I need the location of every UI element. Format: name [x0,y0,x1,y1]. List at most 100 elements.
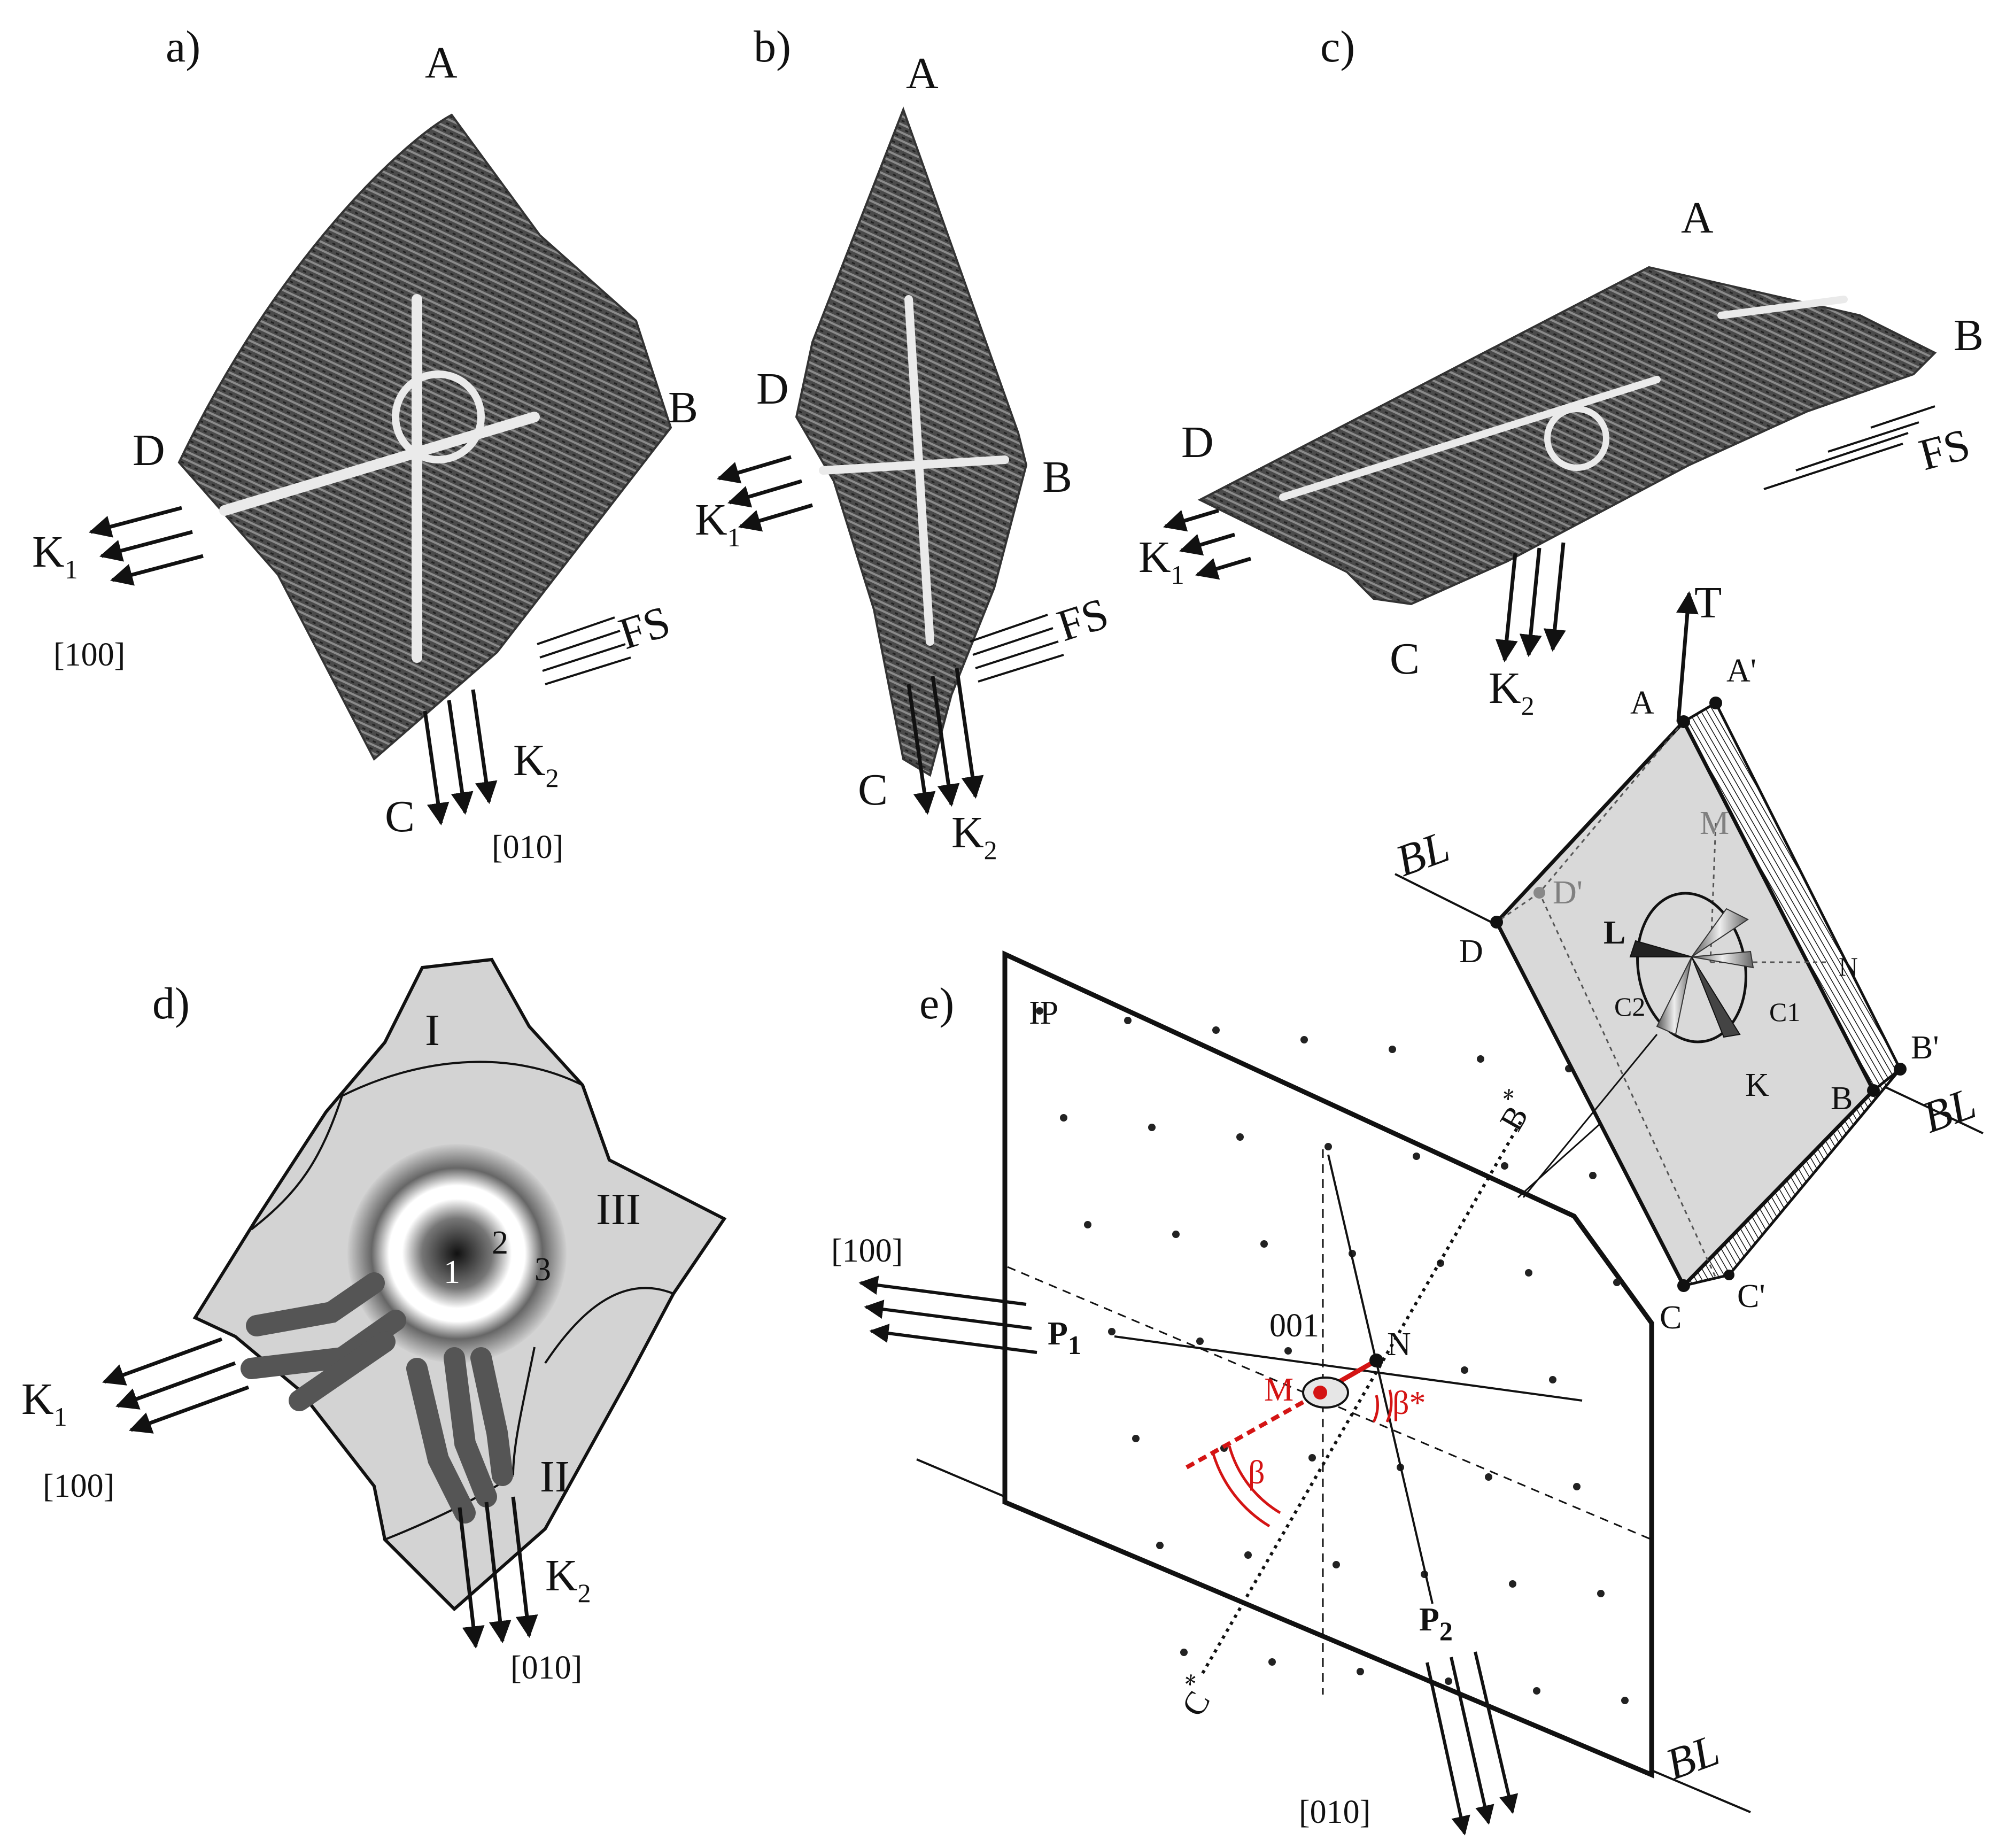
diffraction-spot [1196,1337,1204,1345]
fs-label-c: FS [1914,419,1975,480]
k2-label-b: K2 [951,808,997,865]
k2-arrows-a [423,689,498,826]
diffraction-spot [1084,1221,1091,1228]
label-c: C [1660,1300,1682,1336]
micrograph-a-feature [219,294,540,663]
tension-axis [1676,591,1699,722]
reflex-001: 001 [1269,1308,1319,1344]
region-i: I [425,1006,440,1055]
fs-label-a: FS [613,597,676,659]
panel-d-label: d) [152,979,190,1029]
diffraction-spot [1260,1240,1268,1248]
label-d-prime: D' [1553,875,1583,911]
label-beta-star: β* [1392,1385,1426,1421]
label-a: A [1630,685,1654,721]
k2-label-c: K2 [1489,663,1535,721]
corner-a-c: C [385,792,415,841]
dir-010-a: [010] [492,829,563,865]
fs-lines-b [970,614,1064,683]
micrograph-b-feature [819,295,1009,646]
diffraction-spot [1501,1162,1508,1170]
label-b-prime: B' [1911,1030,1939,1066]
diffraction-spot [1300,1036,1308,1043]
vertex-a-prime [1709,697,1722,709]
label-n: N [1839,952,1858,981]
zone-3: 3 [535,1251,551,1288]
panel-c: c) A B C D K1 K2 FS [1138,22,1984,721]
label-a-prime: A' [1726,653,1756,689]
k1-arrows-a [88,506,204,586]
micrograph-b [795,106,1028,777]
diffraction-spot [1509,1580,1516,1588]
label-m: M [1264,1372,1293,1408]
label-m: M [1700,805,1729,841]
region-ii: II [540,1452,570,1502]
diffraction-spot [1389,1046,1396,1053]
k2-label-a: K2 [513,736,559,793]
label-b-star: B* [1484,1083,1543,1137]
diffraction-spot [1036,1007,1043,1015]
image-plate [1002,950,1654,1779]
diffraction-spot [1597,1590,1605,1597]
diffraction-spot [1148,1124,1156,1131]
panel-b: b) A B C D K1 K2 FS [695,22,1114,865]
diffraction-spot [1172,1231,1180,1238]
diffraction-spot [1212,1026,1220,1034]
ip-label: IP [1029,995,1058,1031]
zone-2: 2 [492,1225,508,1261]
label-n: N [1387,1326,1411,1363]
corner-b-d: D [756,364,789,414]
sketch-arms [241,1272,513,1524]
vertex-d-prime [1533,887,1545,899]
corner-b-b: B [1042,452,1072,502]
corner-c-b: B [1954,311,1984,360]
p1-arrows [858,1275,1037,1354]
p2-arrows [1426,1651,1519,1836]
vertex-b-prime [1894,1063,1907,1076]
diffraction-spot [1445,1677,1452,1685]
diffraction-spot [1284,1347,1292,1355]
diffraction-spot [1156,1542,1164,1549]
label-t: T [1694,578,1722,628]
diffraction-spot [1485,1473,1492,1481]
label-c-star: C* [1166,1668,1225,1722]
diffraction-spot [1324,1143,1332,1150]
panel-e-label: e) [919,979,954,1029]
panel-c-label: c) [1320,22,1355,72]
corner-b-c: C [858,765,888,815]
label-l: L [1604,915,1625,951]
fs-lines-a [537,616,631,685]
k1-arrows-d [102,1337,250,1434]
dir-010-d: [010] [510,1650,582,1686]
k2-arrows-d [458,1496,538,1649]
k1-label-c: K1 [1138,532,1184,590]
sketch-region-boundaries [250,1061,674,1541]
k1-label-b: K1 [695,495,741,552]
vertex-c-prime [1724,1270,1734,1280]
diffraction-spot [1132,1435,1140,1442]
p1-label: P1 [1048,1316,1081,1360]
bl-label-lower: BL [1916,1078,1982,1143]
k2-label-d: K2 [545,1551,591,1608]
panel-a-label: a) [166,22,200,72]
fs-label-b: FS [1051,589,1114,651]
diffraction-spot [1333,1561,1340,1568]
zone-rings [347,1144,567,1363]
panel-b-label: b) [754,22,791,72]
vertex-c [1677,1279,1690,1292]
label-c-prime: C' [1737,1278,1765,1315]
diffraction-spot [1357,1668,1364,1675]
vertex-a [1677,715,1690,728]
micrograph-a [177,113,672,761]
point-n [1369,1354,1383,1367]
diffraction-spot [1621,1697,1629,1704]
label-beta: β [1248,1455,1265,1491]
corner-a-b: B [668,383,698,432]
point-m [1313,1386,1327,1399]
diffraction-spot [1124,1017,1132,1024]
diffraction-spot [1613,1279,1621,1286]
baseline-label-e: BL [1660,1725,1726,1790]
diffraction-spot [1413,1153,1420,1160]
diffraction-spot [1573,1483,1581,1490]
k2-arrows-b [907,668,984,815]
